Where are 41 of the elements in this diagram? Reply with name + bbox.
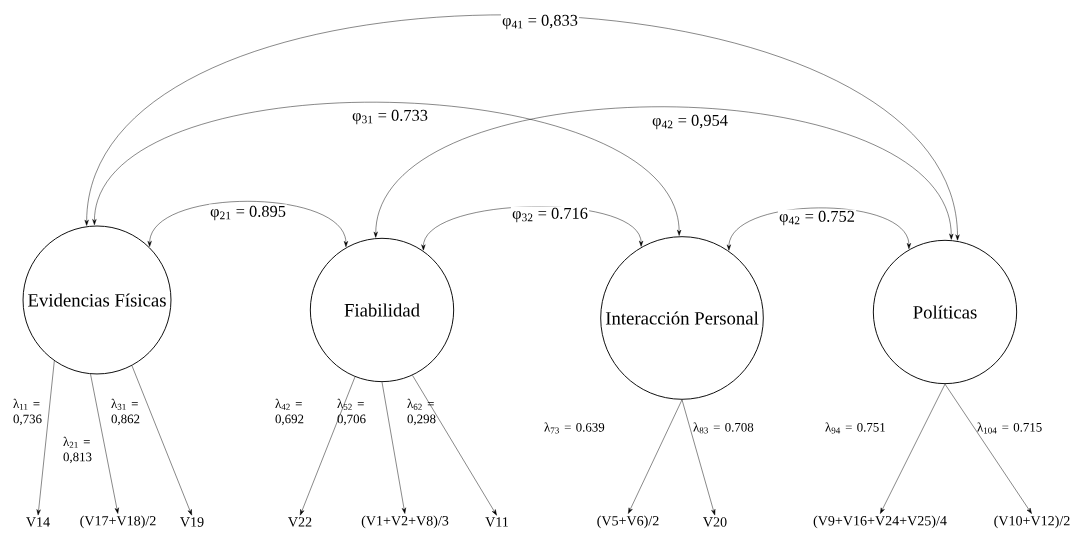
edge-label: φ$_{41}$ = 0,833 — [500, 13, 580, 31]
variable-label: (V5+V6)/2 — [597, 515, 659, 529]
edge-label: λ$_{21}$ = 0,813 — [63, 436, 92, 464]
arrow — [147, 201, 348, 247]
edge-label: λ$_{83}$ = 0.708 — [693, 422, 754, 434]
arrow — [92, 102, 682, 236]
variable-label: V14 — [26, 517, 50, 527]
edge-label: λ$_{31}$ = 0,862 — [111, 398, 140, 426]
arrow — [300, 376, 356, 516]
arrow — [373, 106, 954, 240]
edge-label: φ$_{42}$ = 0,954 — [650, 113, 730, 131]
variable-label: (V17+V18)/2 — [80, 515, 156, 529]
arrow — [36, 360, 55, 516]
variable-label: (V10+V12)/2 — [994, 515, 1070, 529]
edge-label: λ$_{94}$ = 0.751 — [825, 422, 885, 434]
arrow — [412, 375, 497, 516]
arrow — [90, 373, 119, 514]
arrow — [880, 383, 946, 514]
edge-label: λ$_{42}$ = 0,692 — [275, 398, 304, 426]
edge-label: λ$_{62}$ = 0,298 — [407, 398, 436, 426]
variable-label: V19 — [180, 517, 204, 527]
arrow — [421, 206, 644, 251]
variable-label: (V9+V16+V24+V25)/4 — [813, 515, 947, 529]
edge-label: φ$_{32}$ = 0.716 — [510, 206, 590, 224]
edge-label: φ$_{31}$ = 0.733 — [350, 108, 430, 126]
arrow — [131, 365, 192, 516]
edge-label: λ$_{52}$ = 0,706 — [337, 398, 366, 426]
arrow — [944, 383, 1032, 514]
edge-label: φ$_{42}$ = 0.752 — [777, 209, 857, 227]
edge-label: φ$_{21}$ = 0.895 — [208, 204, 288, 222]
variable-label: V11 — [485, 517, 508, 527]
variable-label: V20 — [703, 517, 727, 527]
arrow — [381, 381, 406, 514]
edge-label: λ$_{73}$ = 0.639 — [544, 422, 605, 434]
arrow — [628, 399, 683, 514]
variable-label: (V1+V2+V8)/3 — [361, 515, 449, 529]
edge-label: λ$_{11}$ = 0,736 — [13, 398, 42, 426]
arrow — [726, 207, 911, 251]
arrow — [681, 399, 716, 516]
variable-label: V22 — [288, 517, 312, 527]
edge-label: λ$_{104}$ = 0.715 — [977, 422, 1042, 434]
